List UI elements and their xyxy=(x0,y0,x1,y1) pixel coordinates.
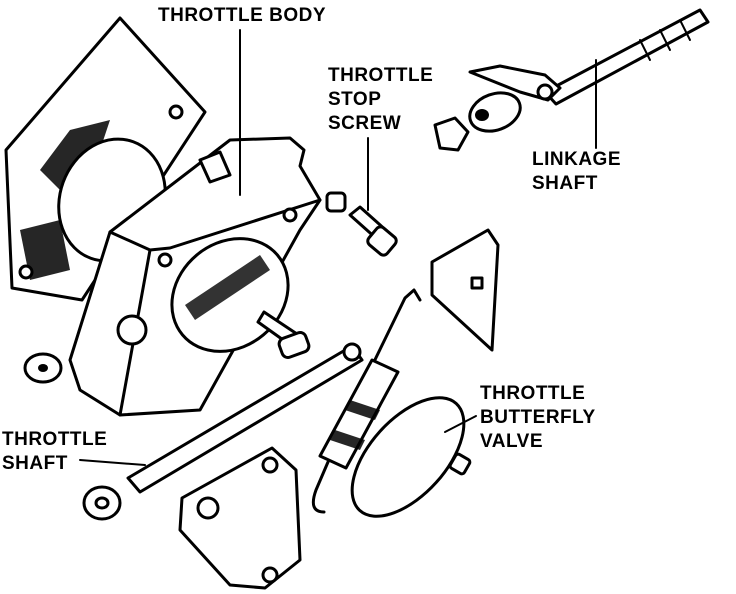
label-throttle-shaft: THROTTLE SHAFT xyxy=(2,428,107,476)
linkage-shaft-part xyxy=(433,8,710,152)
throttle-shaft-part xyxy=(126,342,364,494)
label-butterfly-valve-line2: BUTTERFLY xyxy=(480,407,596,428)
label-throttle-shaft-line1: THROTTLE xyxy=(2,429,108,450)
throttle-lever-bracket xyxy=(430,228,500,352)
label-throttle-stop-screw-line1: THROTTLE xyxy=(328,65,434,86)
label-linkage-shaft: LINKAGE SHAFT xyxy=(532,148,621,196)
butterfly-valve-plate xyxy=(350,396,466,518)
label-throttle-stop-screw-line2: STOP xyxy=(328,89,382,110)
label-throttle-stop-screw-line3: SCREW xyxy=(328,113,402,134)
label-throttle-body: THROTTLE BODY xyxy=(158,4,326,28)
spring xyxy=(311,288,422,514)
throttle-lever-plate xyxy=(178,446,302,590)
label-throttle-butterfly-valve: THROTTLE BUTTERFLY VALVE xyxy=(480,382,596,454)
label-butterfly-valve-line3: VALVE xyxy=(480,431,544,452)
label-throttle-body-text: THROTTLE BODY xyxy=(158,5,326,26)
body-screw xyxy=(256,310,311,359)
valve-screw xyxy=(448,452,472,476)
nut-lower xyxy=(82,485,122,521)
label-butterfly-valve-line1: THROTTLE xyxy=(480,383,586,404)
leader-lines xyxy=(79,29,597,466)
label-linkage-shaft-line1: LINKAGE xyxy=(532,149,621,170)
nut-upper xyxy=(23,352,63,384)
label-throttle-stop-screw: THROTTLE STOP SCREW xyxy=(328,64,433,136)
label-throttle-shaft-line2: SHAFT xyxy=(2,453,68,474)
label-linkage-shaft-line2: SHAFT xyxy=(532,173,598,194)
throttle-stop-screw xyxy=(325,191,398,257)
